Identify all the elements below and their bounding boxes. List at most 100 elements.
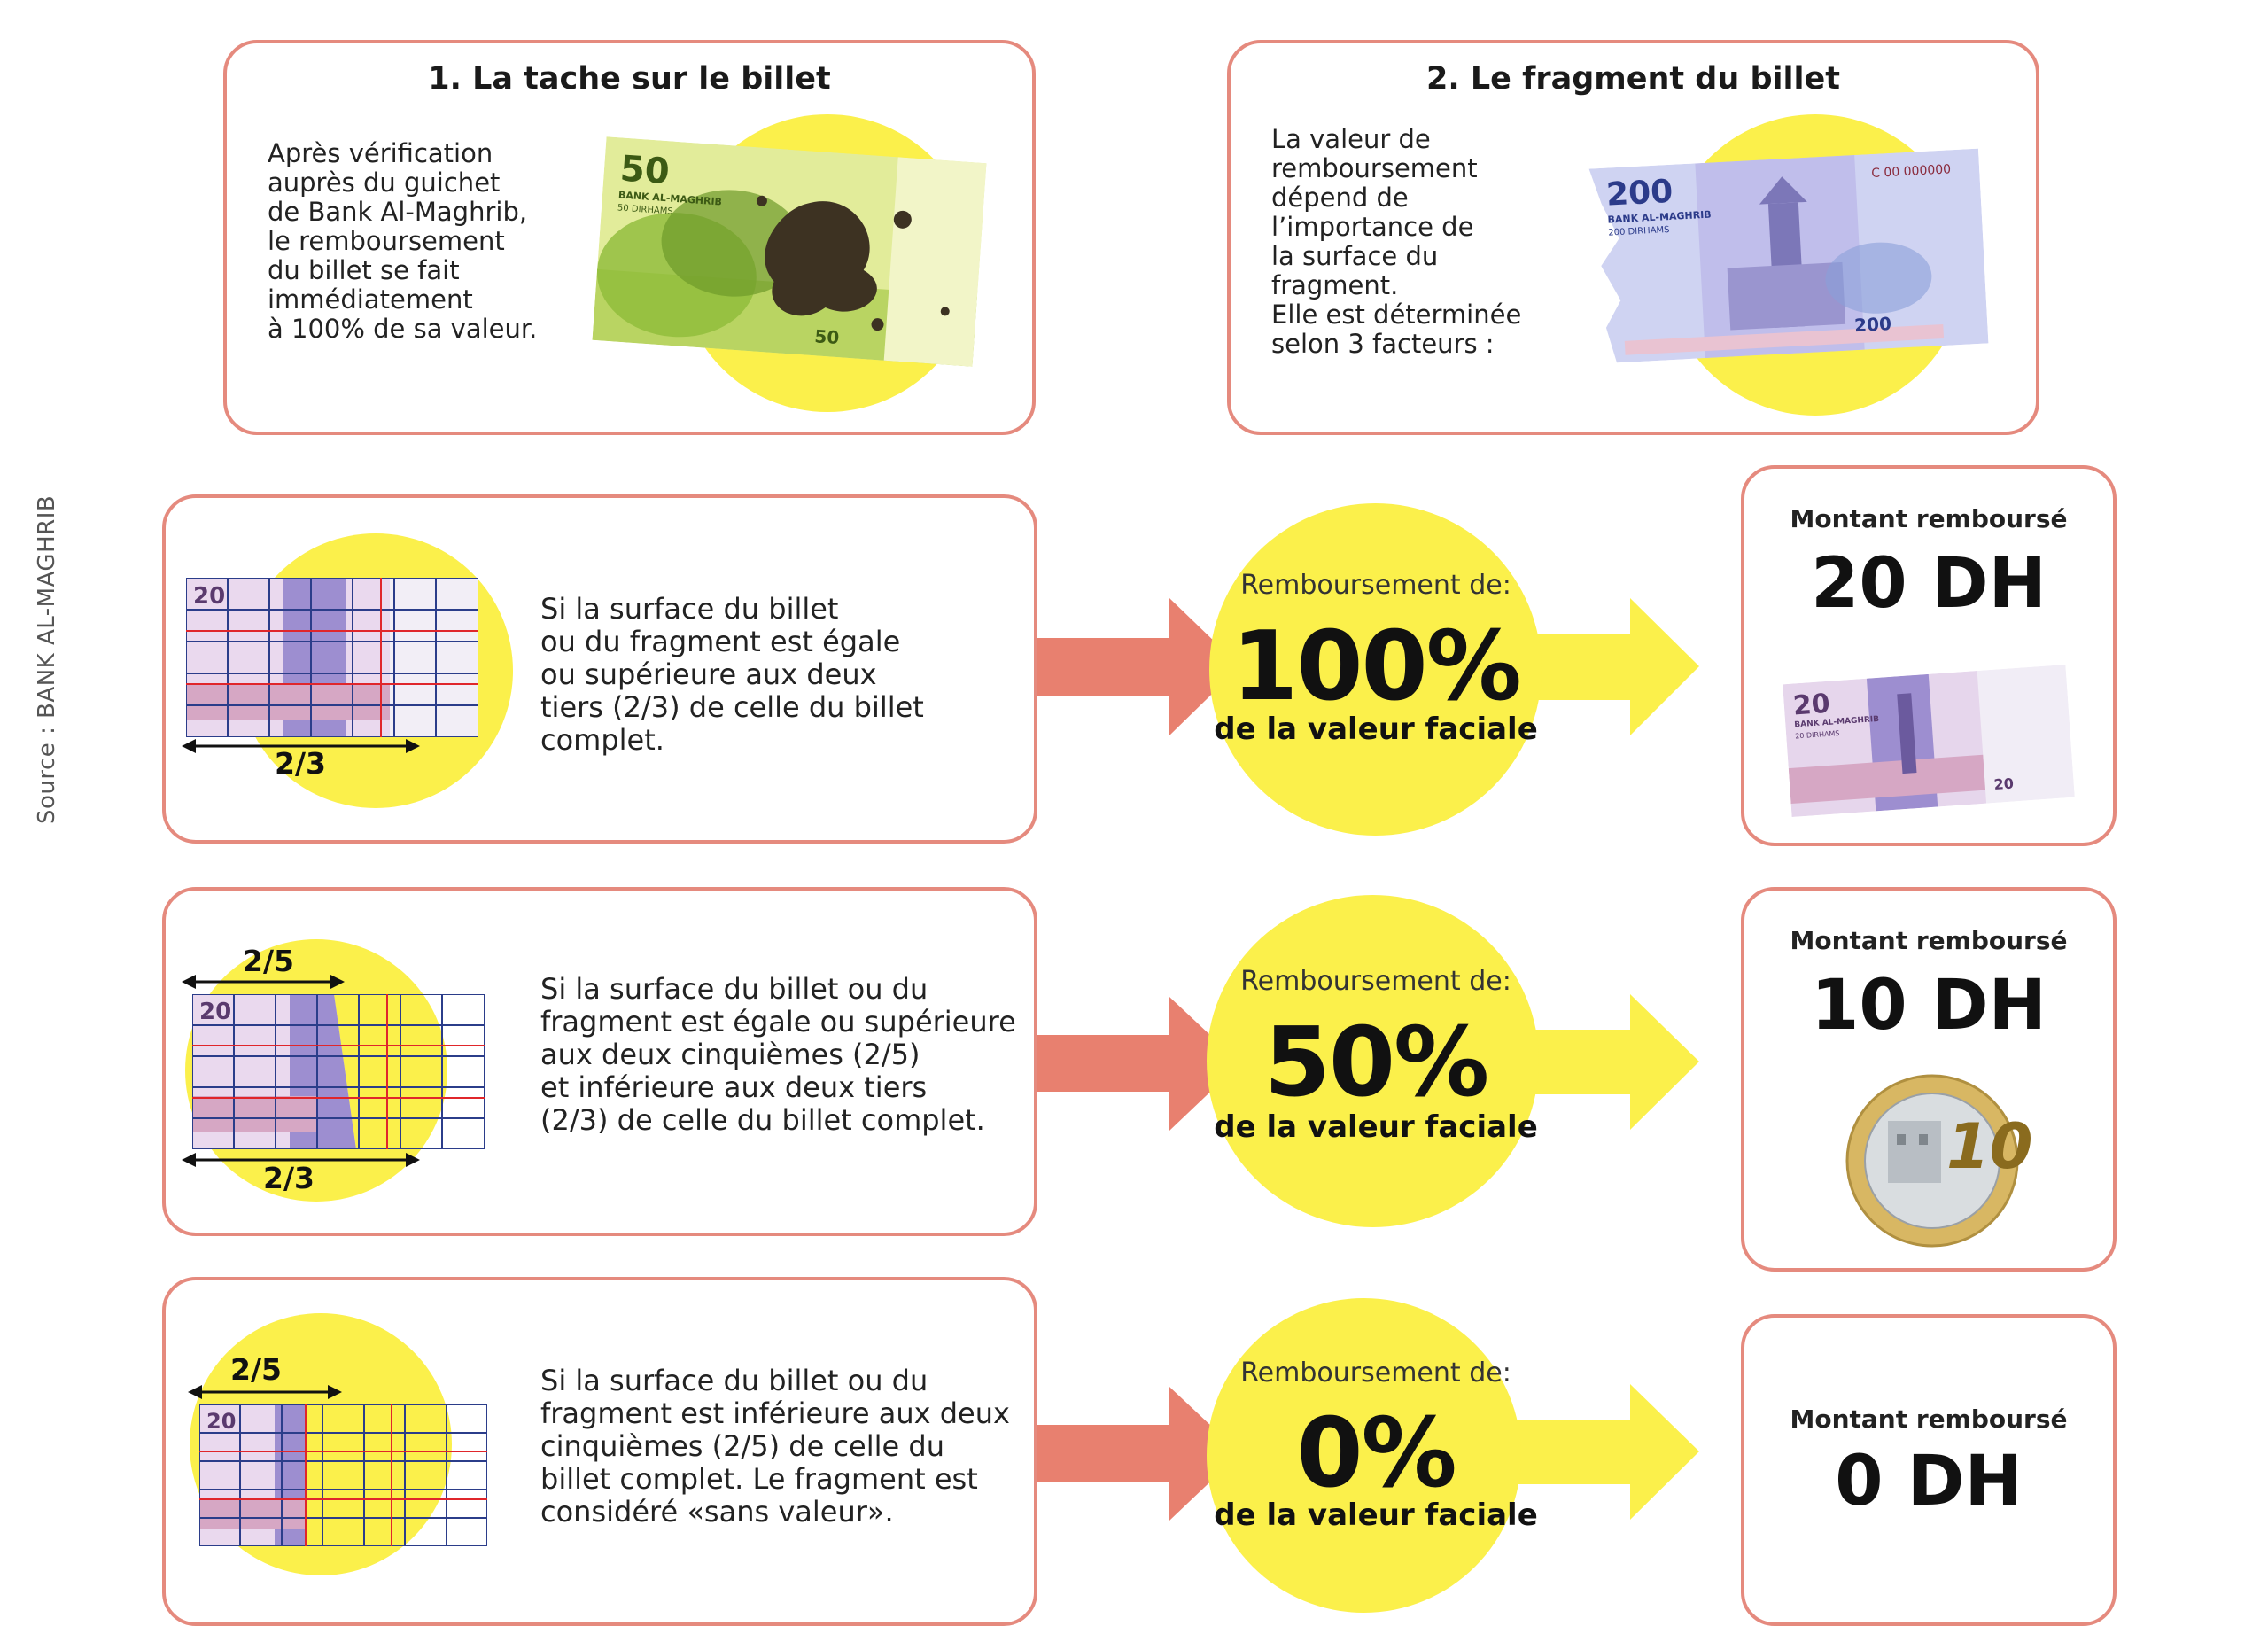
text-line: tiers (2/3) de celle du billet bbox=[540, 690, 924, 724]
text-line: à 100% de sa valeur. bbox=[268, 314, 538, 344]
yellow-arrow-row2 bbox=[1497, 994, 1699, 1130]
grid-note-value: 20 bbox=[193, 583, 226, 610]
text-line: aux deux cinquièmes (2/5) bbox=[540, 1038, 920, 1071]
note-corner-value: 200 bbox=[1853, 313, 1892, 337]
condition-text-row2: Si la surface du billet ou du fragment e… bbox=[540, 973, 1016, 1137]
refund-circle-row3 bbox=[1207, 1298, 1521, 1613]
text-line: Si la surface du billet ou du bbox=[540, 1364, 928, 1397]
condition-card-row1: 20 2/3 Si la surface du billet ou du fra… bbox=[162, 494, 1037, 844]
stained-banknote-50: 50 BANK AL-MAGHRIB 50 DIRHAMS 50 bbox=[592, 136, 987, 367]
torn-banknote-200: 200 BANK AL-MAGHRIB 200 DIRHAMS C 00 000… bbox=[1588, 148, 1989, 364]
amount-value-row3: 0 DH bbox=[1835, 1442, 2023, 1521]
banknote-50-graphic bbox=[592, 136, 987, 367]
refund-percent-row3: 0% bbox=[1296, 1398, 1456, 1509]
card-stain-title: 1. La tache sur le billet bbox=[428, 61, 831, 97]
grid-note-value: 20 bbox=[199, 999, 232, 1025]
text-line: l’importance de bbox=[1271, 212, 1474, 242]
text-line: Si la surface du billet ou du bbox=[540, 972, 928, 1006]
coin-10-dirhams bbox=[1845, 1074, 2019, 1248]
salmon-arrow-row3 bbox=[1037, 1387, 1240, 1521]
fraction-top: 2/5 bbox=[243, 944, 294, 978]
text-line: immédiatement bbox=[268, 284, 473, 315]
text-line: complet. bbox=[540, 723, 664, 757]
text-line: Si la surface du billet bbox=[540, 592, 839, 626]
text-line: fragment est inférieure aux deux bbox=[540, 1396, 1010, 1430]
grid-note-value: 20 bbox=[206, 1409, 237, 1434]
banknote-20: 20 BANK AL-MAGHRIB 20 DIRHAMS 20 bbox=[1783, 665, 2075, 817]
text-line: ou du fragment est égale bbox=[540, 625, 901, 658]
dimension-arrows bbox=[182, 975, 420, 1167]
banknote-grid-graphic bbox=[186, 578, 478, 737]
text-line: le remboursement bbox=[268, 226, 505, 256]
card-fragment-title: 2. Le fragment du billet bbox=[1426, 61, 1840, 97]
yellow-arrow-row1 bbox=[1497, 598, 1699, 735]
banknote-grid-graphic bbox=[192, 994, 485, 1149]
text-line: ou supérieure aux deux bbox=[540, 657, 877, 691]
salmon-arrow-row1 bbox=[1037, 598, 1240, 735]
card-fragment: 2. Le fragment du billet La valeur de re… bbox=[1227, 40, 2039, 435]
banknote-grid-partial: 20 bbox=[192, 994, 485, 1149]
banknote-200-graphic bbox=[1588, 148, 1989, 363]
note-corner-value: 50 bbox=[813, 325, 841, 349]
banknote-grid-graphic bbox=[199, 1404, 487, 1546]
card-stain-text: Après vérification auprès du guichet de … bbox=[268, 139, 537, 344]
note-value-label: 50 bbox=[618, 148, 672, 193]
amount-value-row1: 20 DH bbox=[1811, 544, 2047, 624]
text-line: la surface du bbox=[1271, 241, 1439, 271]
refund-sub-row3: de la valeur faciale bbox=[1214, 1498, 1538, 1533]
text-line: (2/3) de celle du billet complet. bbox=[540, 1103, 985, 1137]
text-line: Après vérification bbox=[268, 138, 493, 168]
text-line: fragment est égale ou supérieure bbox=[540, 1005, 1016, 1039]
coin-value: 10 bbox=[1946, 1110, 2033, 1183]
text-line: Elle est déterminée bbox=[1271, 300, 1522, 330]
amount-card-row1: Montant remboursé 20 DH 20 BANK AL-MAGHR… bbox=[1741, 465, 2117, 846]
fraction-bottom: 2/3 bbox=[275, 746, 326, 781]
text-line: du billet se fait bbox=[268, 255, 460, 285]
note-corner-value: 20 bbox=[1992, 774, 2015, 793]
banknote-grid-small: 20 bbox=[199, 1404, 487, 1546]
refund-label-row3: Remboursement de: bbox=[1240, 1358, 1511, 1389]
amount-title-row3: Montant remboursé bbox=[1790, 1404, 2068, 1434]
condition-text-row1: Si la surface du billet ou du fragment e… bbox=[540, 593, 924, 757]
dimension-arrow-top bbox=[188, 1385, 342, 1399]
fraction-bottom: 2/3 bbox=[263, 1161, 315, 1195]
condition-card-row2: 20 2/5 2/3 Si la surface du billet ou du… bbox=[162, 887, 1037, 1236]
refund-label-row2: Remboursement de: bbox=[1240, 966, 1511, 997]
amount-title-row1: Montant remboursé bbox=[1790, 504, 2068, 533]
salmon-arrow-row2 bbox=[1037, 997, 1240, 1131]
note-value-label: 200 bbox=[1605, 173, 1674, 214]
card-stain: 1. La tache sur le billet Après vérifica… bbox=[223, 40, 1036, 435]
amount-value-row2: 10 DH bbox=[1811, 966, 2047, 1046]
refund-percent-row2: 50% bbox=[1263, 1007, 1490, 1118]
text-line: considéré «sans valeur». bbox=[540, 1495, 894, 1529]
banknote-grid-full: 20 bbox=[186, 578, 478, 737]
refund-circle-row2 bbox=[1207, 895, 1539, 1227]
refund-percent-row1: 100% bbox=[1231, 611, 1522, 722]
refund-sub-row2: de la valeur faciale bbox=[1214, 1109, 1538, 1145]
text-line: fragment. bbox=[1271, 270, 1399, 300]
condition-text-row3: Si la surface du billet ou du fragment e… bbox=[540, 1365, 1010, 1529]
amount-card-row3: Montant remboursé 0 DH bbox=[1741, 1314, 2117, 1626]
text-line: cinquièmes (2/5) de celle du bbox=[540, 1429, 944, 1463]
amount-card-row2: Montant remboursé 10 DH 10 bbox=[1741, 887, 2117, 1272]
refund-circle-row1 bbox=[1209, 503, 1542, 836]
card-fragment-text: La valeur de remboursement dépend de l’i… bbox=[1271, 125, 1521, 359]
refund-sub-row1: de la valeur faciale bbox=[1214, 712, 1538, 747]
text-line: selon 3 facteurs : bbox=[1271, 329, 1495, 359]
text-line: dépend de bbox=[1271, 183, 1409, 213]
text-line: de Bank Al-Maghrib, bbox=[268, 197, 528, 227]
text-line: La valeur de bbox=[1271, 124, 1431, 154]
text-line: remboursement bbox=[1271, 153, 1478, 183]
banknote-20-graphic bbox=[1783, 665, 2075, 817]
yellow-arrow-row3 bbox=[1497, 1384, 1699, 1520]
text-line: auprès du guichet bbox=[268, 167, 501, 198]
amount-title-row2: Montant remboursé bbox=[1790, 926, 2068, 955]
note-value-label: 20 bbox=[1791, 688, 1831, 722]
condition-card-row3: 20 2/5 Si la surface du billet ou du fra… bbox=[162, 1277, 1037, 1626]
text-line: et inférieure aux deux tiers bbox=[540, 1070, 928, 1104]
fraction-top: 2/5 bbox=[230, 1352, 282, 1387]
text-line: billet complet. Le fragment est bbox=[540, 1462, 978, 1496]
refund-label-row1: Remboursement de: bbox=[1240, 570, 1511, 601]
dimension-arrow-bottom bbox=[182, 739, 420, 753]
